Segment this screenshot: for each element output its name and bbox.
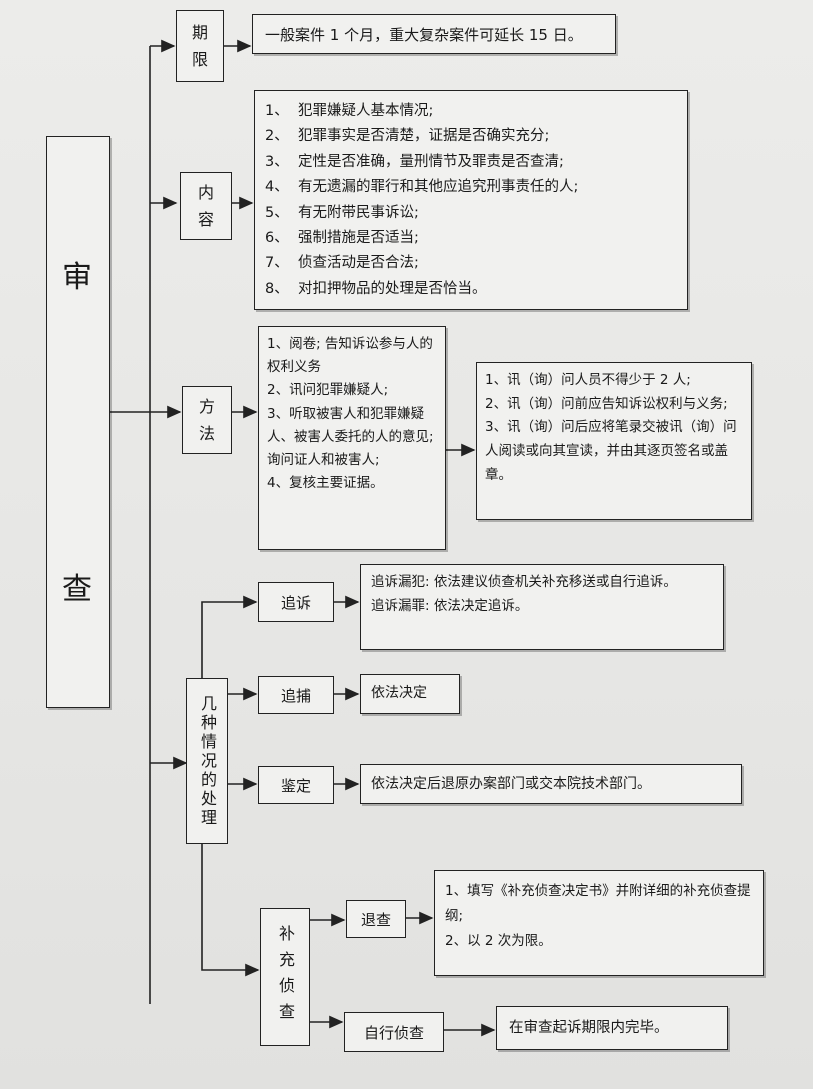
content-list: 1、 犯罪嫌疑人基本情况; 2、 犯罪事实是否清楚，证据是否确实充分; 3、 定…	[265, 99, 578, 302]
content-label-box: 内 容	[180, 172, 232, 240]
method-detail-box: 1、讯（询）问人员不得少于 2 人; 2、讯（询）问前应告知诉讼权利与义务; 3…	[476, 362, 752, 520]
method-item: 3、听取被害人和犯罪嫌疑人、被害人委托的人的意见; 询问证人和被害人;	[267, 405, 438, 469]
deadline-detail-box: 一般案件 1 个月，重大复杂案件可延长 15 日。	[252, 14, 616, 54]
prosecute-detail-list: 追诉漏犯: 依法建议侦查机关补充移送或自行追诉。 追诉漏罪: 依法决定追诉。	[371, 571, 715, 618]
method-item: 2、讯问犯罪嫌疑人;	[267, 382, 389, 399]
content-item: 2、 犯罪事实是否清楚，证据是否确实充分;	[265, 128, 550, 145]
return-label-box: 退查	[346, 900, 406, 938]
content-item: 6、 强制措施是否适当;	[265, 229, 419, 246]
method-item: 4、复核主要证据。	[267, 475, 384, 492]
method-detail-item: 3、讯（询）问后应将笔录交被讯（询）问人阅读或向其宣读，并由其逐页签名或盖章。	[485, 419, 737, 483]
method-list: 1、阅卷; 告知诉讼参与人的权利义务 2、讯问犯罪嫌疑人; 3、听取被害人和犯罪…	[267, 333, 439, 496]
content-item: 8、 对扣押物品的处理是否恰当。	[265, 280, 487, 297]
return-detail-line: 1、填写《补充侦查决定书》并附详细的补充侦查提纲;	[445, 883, 751, 924]
arrest-detail-text: 依法决定	[371, 685, 427, 701]
appraisal-label: 鉴定	[280, 776, 311, 795]
supplement-label: 补充侦查	[276, 925, 295, 1029]
root-box: 审 查	[46, 136, 110, 708]
content-item: 5、 有无附带民事诉讼;	[265, 204, 419, 221]
self-label: 自行侦查	[363, 1023, 424, 1042]
content-item: 3、 定性是否准确，量刑情节及罪责是否查清;	[265, 153, 564, 170]
method-label: 方 法	[198, 396, 215, 443]
prosecute-label: 追诉	[280, 593, 311, 612]
method-item: 1、阅卷; 告知诉讼参与人的权利义务	[267, 336, 433, 376]
deadline-label: 期 限	[191, 22, 208, 69]
supplement-label-box: 补充侦查	[260, 908, 310, 1046]
content-item: 1、 犯罪嫌疑人基本情况;	[265, 103, 434, 119]
content-item: 4、 有无遗漏的罪行和其他应追究刑事责任的人;	[265, 179, 579, 196]
situations-label-box: 几种情况的处理	[186, 678, 228, 844]
content-label: 内 容	[197, 182, 214, 229]
root-char-2: 查	[62, 572, 92, 607]
return-detail-line: 2、以 2 次为限。	[445, 932, 552, 949]
prosecute-label-box: 追诉	[258, 582, 334, 622]
content-item: 7、 侦查活动是否合法;	[265, 255, 419, 272]
root-char-1: 审	[62, 260, 92, 295]
situations-label: 几种情况的处理	[198, 694, 217, 828]
appraisal-label-box: 鉴定	[258, 766, 334, 804]
return-detail-box: 1、填写《补充侦查决定书》并附详细的补充侦查提纲; 2、以 2 次为限。	[434, 870, 764, 976]
arrest-label: 追捕	[280, 686, 311, 705]
method-detail-item: 1、讯（询）问人员不得少于 2 人;	[485, 372, 691, 388]
arrest-label-box: 追捕	[258, 676, 334, 714]
deadline-detail-text: 一般案件 1 个月，重大复杂案件可延长 15 日。	[265, 26, 583, 44]
method-list-box: 1、阅卷; 告知诉讼参与人的权利义务 2、讯问犯罪嫌疑人; 3、听取被害人和犯罪…	[258, 326, 446, 550]
self-detail-box: 在审查起诉期限内完毕。	[496, 1006, 728, 1050]
arrest-detail-box: 依法决定	[360, 674, 460, 714]
method-detail-item: 2、讯（询）问前应告知诉讼权利与义务;	[485, 395, 728, 412]
prosecute-detail-box: 追诉漏犯: 依法建议侦查机关补充移送或自行追诉。 追诉漏罪: 依法决定追诉。	[360, 564, 724, 650]
method-label-box: 方 法	[182, 386, 232, 454]
prosecute-detail-line: 追诉漏罪: 依法决定追诉。	[371, 597, 529, 614]
deadline-label-box: 期 限	[176, 10, 224, 82]
content-detail-box: 1、 犯罪嫌疑人基本情况; 2、 犯罪事实是否清楚，证据是否确实充分; 3、 定…	[254, 90, 688, 310]
prosecute-detail-line: 追诉漏犯: 依法建议侦查机关补充移送或自行追诉。	[371, 574, 677, 590]
method-detail-list: 1、讯（询）问人员不得少于 2 人; 2、讯（询）问前应告知诉讼权利与义务; 3…	[485, 369, 745, 487]
return-detail-list: 1、填写《补充侦查决定书》并附详细的补充侦查提纲; 2、以 2 次为限。	[445, 879, 757, 954]
appraisal-detail-box: 依法决定后退原办案部门或交本院技术部门。	[360, 764, 742, 804]
appraisal-detail-text: 依法决定后退原办案部门或交本院技术部门。	[371, 776, 651, 792]
return-label: 退查	[360, 910, 391, 929]
self-label-box: 自行侦查	[344, 1012, 444, 1052]
self-detail-text: 在审查起诉期限内完毕。	[509, 1020, 669, 1036]
